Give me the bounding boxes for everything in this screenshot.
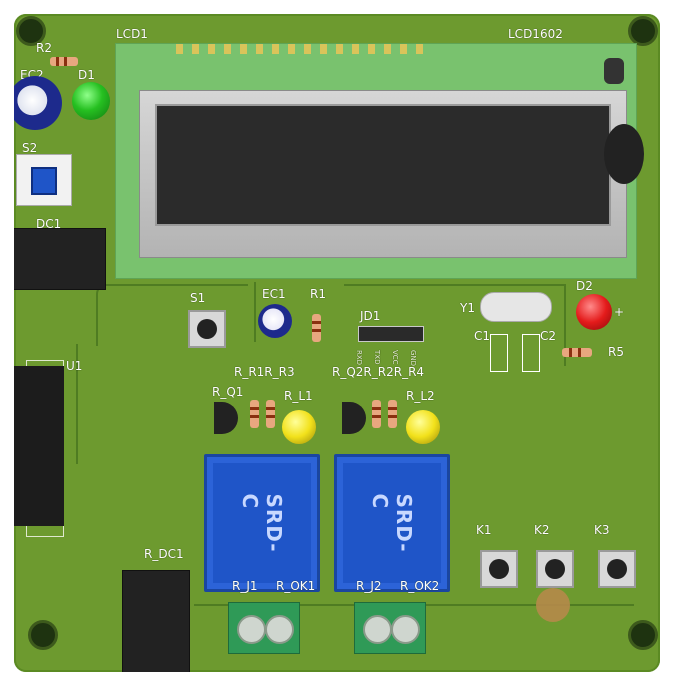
terminal-block-1 xyxy=(228,602,300,654)
label-r-j1: R_J1 xyxy=(232,579,258,593)
label-r-dc1: R_DC1 xyxy=(144,547,184,561)
label-r-r1r-r3: R_R1R_R3 xyxy=(234,365,295,379)
label-jd1: JD1 xyxy=(360,309,381,323)
lcd-contrast-pot xyxy=(604,58,624,84)
led-d2-red xyxy=(576,294,612,330)
resistor-r-r3 xyxy=(266,400,275,428)
led-l2-yellow xyxy=(406,410,440,444)
resistor-r-r1 xyxy=(250,400,259,428)
capacitor-ec2 xyxy=(14,76,62,130)
label-r-q1: R_Q1 xyxy=(212,385,244,399)
label-r-q2r-r2r-r4: R_Q2R_R2R_R4 xyxy=(332,365,425,379)
label-pin-vcc: VCC xyxy=(391,350,399,365)
label-c1: C1 xyxy=(474,329,491,343)
label-r-l1: R_L1 xyxy=(284,389,313,403)
label-r1: R1 xyxy=(310,287,326,301)
label-d1: D1 xyxy=(78,68,95,82)
trace xyxy=(96,284,248,346)
label-r-l2: R_L2 xyxy=(406,389,435,403)
button-k1[interactable] xyxy=(480,550,518,588)
label-u1: U1 xyxy=(66,359,83,373)
terminal-block-2 xyxy=(354,602,426,654)
label-y1: Y1 xyxy=(460,301,475,315)
relay-2: SRD-C xyxy=(334,454,450,592)
label-pin-txd: TXD xyxy=(373,350,381,365)
capacitor-c2 xyxy=(522,334,540,372)
resistor-r2 xyxy=(50,57,78,66)
led-l1-yellow xyxy=(282,410,316,444)
buzzer xyxy=(604,124,644,184)
mount-hole-bottom-left xyxy=(28,620,58,650)
relay-1: SRD-C xyxy=(204,454,320,592)
pcb-board: LCD1 LCD1602 R2 EC2 D1 S2 DC1 U1 S1 EC1 … xyxy=(14,14,660,672)
label-lcd1602: LCD1602 xyxy=(508,27,563,41)
label-r-j2: R_J2 xyxy=(356,579,382,593)
switch-s2[interactable] xyxy=(16,154,72,206)
capacitor-ec1 xyxy=(258,304,292,338)
mount-hole-top-right xyxy=(628,16,658,46)
label-pin-rxd: RXD xyxy=(355,350,363,366)
mount-hole-bottom-right xyxy=(628,620,658,650)
dc-jack-dc1 xyxy=(14,228,106,290)
label-plus: + xyxy=(614,305,625,319)
mount-hole-top-left xyxy=(16,16,46,46)
button-k3[interactable] xyxy=(598,550,636,588)
transistor-q2 xyxy=(342,402,366,434)
header-jd1 xyxy=(358,326,424,342)
dc-jack-r-dc1 xyxy=(122,570,190,672)
trace xyxy=(76,344,98,464)
label-dc1: DC1 xyxy=(36,217,62,231)
resistor-r-r2 xyxy=(372,400,381,428)
label-c2: C2 xyxy=(540,329,557,343)
crystal-y1 xyxy=(480,292,552,322)
label-k2: K2 xyxy=(534,523,550,537)
capacitor-c1 xyxy=(490,334,508,372)
trace xyxy=(250,282,256,342)
label-s2: S2 xyxy=(22,141,38,155)
label-r5: R5 xyxy=(608,345,624,359)
resistor-r5 xyxy=(562,348,592,357)
led-d1-green xyxy=(72,82,110,120)
button-s1[interactable] xyxy=(188,310,226,348)
indicator-spot xyxy=(536,588,570,622)
label-r-ok1: R_OK1 xyxy=(276,579,316,593)
resistor-r1 xyxy=(312,314,321,342)
label-k1: K1 xyxy=(476,523,492,537)
label-r2: R2 xyxy=(36,41,52,55)
lcd-screen xyxy=(155,104,611,226)
label-s1: S1 xyxy=(190,291,206,305)
label-pin-gnd: GND xyxy=(409,350,417,367)
label-r-ok2: R_OK2 xyxy=(400,579,440,593)
resistor-r-r4 xyxy=(388,400,397,428)
label-d2: D2 xyxy=(576,279,593,293)
label-ec1: EC1 xyxy=(262,287,286,301)
trace xyxy=(344,284,566,366)
label-k3: K3 xyxy=(594,523,610,537)
button-k2[interactable] xyxy=(536,550,574,588)
label-lcd1: LCD1 xyxy=(116,27,148,41)
transistor-q1 xyxy=(214,402,238,434)
module-u1 xyxy=(14,366,64,526)
